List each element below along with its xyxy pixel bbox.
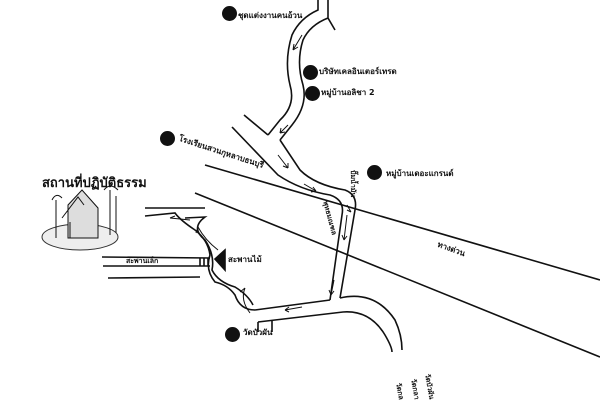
arrow-icon — [303, 183, 317, 193]
place-label: หมู่บ้านอลิชา 2 — [321, 88, 375, 97]
arrow-icon — [279, 124, 289, 134]
wood-bridge-label: สะพานไม้ — [228, 255, 262, 264]
arrow-icon — [346, 204, 352, 213]
wood-bridge-marker-icon — [213, 248, 226, 273]
road-bottom-bottom — [257, 311, 393, 353]
arrow-icon — [341, 214, 348, 241]
arrow-icon — [328, 279, 335, 296]
place-marker[interactable] — [160, 131, 175, 146]
place-marker[interactable] — [305, 86, 320, 101]
small-bridge-label: สะพานเล็ก — [126, 257, 159, 265]
page-title: สถานที่ปฏิบัติธรรม — [42, 176, 147, 191]
place-label: วัดบัวผัน — [243, 328, 273, 337]
place-marker[interactable] — [367, 165, 382, 180]
road-top-left — [267, 0, 319, 136]
place-label: ชุดแต่งงานคนอ้วน — [238, 11, 303, 20]
direction-arrows — [169, 34, 352, 314]
road-bottom-top — [254, 295, 403, 351]
arrow-icon — [169, 215, 191, 221]
road-main-right — [279, 139, 357, 299]
meditation-place-illustration — [41, 185, 119, 251]
place-label: บริษัทเคลอินเตอร์เทรด — [319, 67, 397, 76]
road-top-right — [279, 0, 336, 141]
place-marker[interactable] — [225, 327, 240, 342]
expressway-bottom — [194, 192, 600, 358]
road-stub — [257, 320, 273, 332]
bridge-ticks — [199, 258, 209, 266]
road-main-left — [231, 114, 344, 301]
junction-right-label: ปั๊มน้ำมัน — [349, 170, 357, 198]
arrow-icon — [284, 306, 303, 313]
canal-left — [144, 212, 256, 311]
arrow-icon — [277, 154, 289, 169]
small-bridge-lines — [101, 256, 211, 279]
expressway-top — [204, 164, 600, 281]
place-marker[interactable] — [222, 6, 237, 21]
arrow-icon — [195, 226, 219, 251]
arrow-icon — [292, 34, 303, 51]
place-label: หมู่บ้านเดอะแกรนด์ — [386, 169, 454, 178]
place-marker[interactable] — [303, 65, 318, 80]
arrow-icon — [239, 287, 251, 314]
